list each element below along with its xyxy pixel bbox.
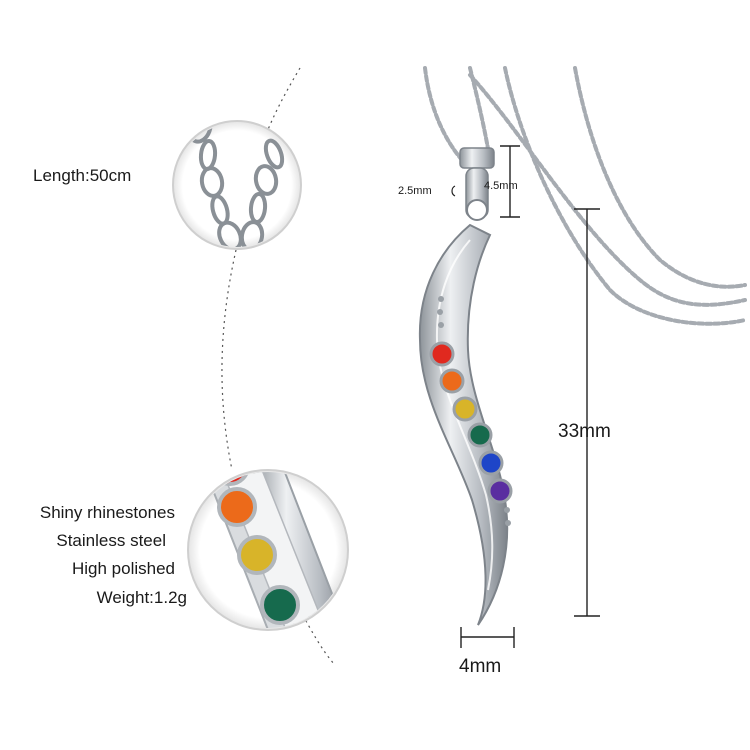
stone-red — [429, 341, 455, 367]
pendant-stones — [429, 341, 513, 504]
dimension-bail-height — [500, 145, 520, 218]
feature-label-polished: High polished — [71, 559, 175, 578]
bail-width-label: 2.5mm — [398, 185, 432, 197]
chain-closeup-circle — [172, 120, 302, 250]
stone-purple — [487, 478, 513, 504]
stone-yellow — [452, 396, 478, 422]
connector-line-mid — [221, 249, 237, 471]
pendant-small-dots — [437, 296, 511, 526]
stone-blue — [478, 450, 504, 476]
weight-label: Weight:1.2g — [96, 588, 187, 607]
bail-height-label: 4.5mm — [484, 180, 518, 192]
pendant-length-label: 33mm — [558, 421, 611, 442]
pendant-width-label: 4mm — [459, 656, 502, 677]
feature-label-rhinestones: Shiny rhinestones — [39, 503, 175, 522]
pendant-bail — [459, 147, 495, 221]
length-label: Length:50cm — [33, 166, 132, 185]
dimension-bail-width — [451, 185, 456, 197]
stone-green — [467, 422, 493, 448]
stone-orange — [439, 368, 465, 394]
stones-closeup-circle — [187, 469, 349, 631]
dimension-pendant-width — [460, 627, 515, 648]
dimension-pendant-length — [574, 208, 600, 617]
feature-label-steel: Stainless steel — [56, 531, 166, 550]
pendant-body — [418, 223, 509, 626]
